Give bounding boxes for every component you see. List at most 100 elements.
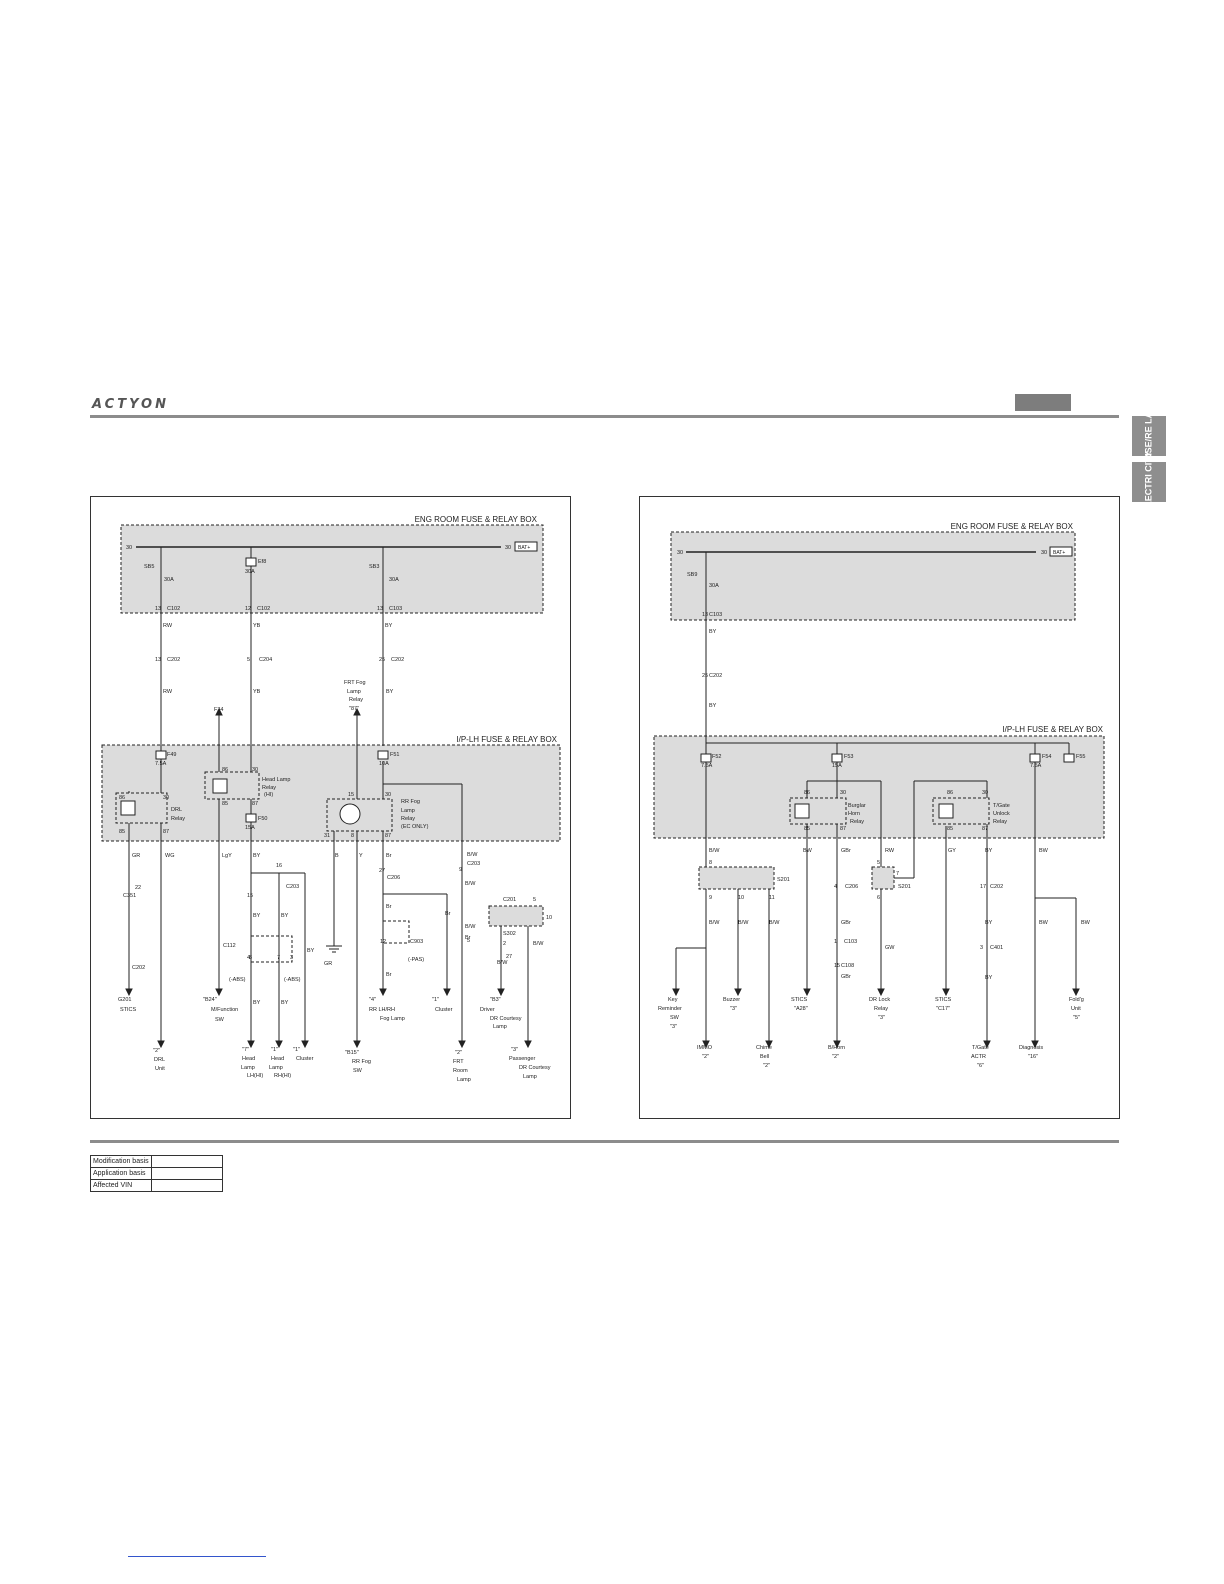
wire-label: 5 [533,897,536,903]
wire-label: C203 [286,884,299,890]
wire-label: C102 [167,606,180,612]
wire-label: SB3 [369,564,379,570]
left-s302 [488,905,544,927]
wire-label: Lamp [401,808,415,814]
wire-label: 15 [348,792,354,798]
wire-label: "1" [293,1047,300,1053]
wire-label: C903 [410,939,423,945]
wire-label: 8 [351,833,354,839]
wire-label: C201 [503,897,516,903]
wire-label: 17 [980,884,986,890]
wire-label: 4 [834,884,837,890]
wire-label: 86 [119,795,125,801]
wire-label: RW [163,623,173,629]
wire-label: "2" [455,1050,462,1056]
right-eng-box-label: ENG ROOM FUSE & RELAY BOX [951,522,1074,531]
wire-label: GBr [841,920,851,926]
wire-label: BY [253,913,261,919]
table-row: Application basis [90,1167,223,1180]
wire-label: 25 [702,673,708,679]
wire-label: Room [453,1068,468,1074]
wire-label: "7" [242,1047,249,1053]
right-diagram-svg: ENG ROOM FUSE & RELAY BOX I/P-LH FUSE & … [653,522,1105,1069]
wire-label: BW [803,848,813,854]
wire-label: "A28" [794,1006,808,1012]
wire-label: Lamp [457,1077,471,1083]
wire-label: "2" [702,1054,709,1060]
right-ip-box-label: I/P-LH FUSE & RELAY BOX [1002,725,1103,734]
wire-label: 85 [947,826,953,832]
wire-label: LH(HI) [247,1073,263,1079]
wire-label: 7.5A [1030,763,1042,769]
wire-label: 87 [163,829,169,835]
wire-label: Br [465,935,471,941]
wire-label: Unit [155,1066,165,1072]
wire-label: GR [132,853,140,859]
wire-label: Br [386,853,392,859]
wire-label: RW [163,689,173,695]
wire-label: 87 [982,826,988,832]
wire-label: 10 [546,915,552,921]
wire-label: Burglar [848,803,866,809]
wire-label: 31 [324,833,330,839]
wire-label: 30 [505,545,511,551]
left-wiring-diagram: ENG ROOM FUSE & RELAY BOX I/P-LH FUSE & … [90,496,571,1119]
wire-label: 15 [834,963,840,969]
wire-label: 30 [840,790,846,796]
wire-label: BY [386,689,394,695]
table-row: Modification basis [90,1155,223,1168]
wire-label: RW [885,848,895,854]
wire-label: 86 [222,767,228,773]
wire-label: C401 [990,945,1003,951]
wire-label: "B24" [203,997,217,1003]
wire-label: Relay [993,819,1007,825]
wire-label: S201 [777,877,790,883]
wire-label: C103 [389,606,402,612]
wire-label: Unlock [993,811,1010,817]
tab-electricity[interactable]: ELECTRI CITY [1132,451,1166,513]
wire-label: B/W [738,920,749,926]
wire-label: STICS [935,997,952,1003]
wire-label: B/W [497,960,508,966]
wire-label: RR Fog [352,1059,371,1065]
wire-label: 30 [252,767,258,773]
wire-label: Chime [756,1045,772,1051]
tab-fuse-relay[interactable]: FUSE/RE LAY [1132,407,1166,465]
wire-label: Cluster [296,1056,314,1062]
wire-label: BY [985,848,993,854]
wire-label: BY [985,975,993,981]
wire-label: 27 [506,954,512,960]
wire-label: (-ABS) [229,977,246,983]
left-bat-box [514,541,538,552]
revision-value [150,1167,223,1180]
wire-label: 30 [126,545,132,551]
wire-label: BY [709,703,717,709]
table-row: Affected VIN [90,1179,223,1192]
footer-link[interactable] [128,1556,266,1557]
wire-label: 5 [247,657,250,663]
wire-label: BY [385,623,393,629]
wire-label: 16 [276,863,282,869]
wire-label: "1" [432,997,439,1003]
wire-label: 15A [832,763,842,769]
wire-label: Driver [480,1007,495,1013]
wire-label: BY [253,1000,261,1006]
wire-label: Y [359,853,363,859]
wire-label: 13 [702,612,708,618]
right-s201-a [698,866,775,890]
wire-label: T/Gate [993,803,1010,809]
revision-table: Modification basis Application basis Aff… [90,1155,223,1192]
wire-label: Cluster [435,1007,453,1013]
right-wiring-diagram: ENG ROOM FUSE & RELAY BOX I/P-LH FUSE & … [639,496,1120,1119]
wire-label: F51 [390,752,399,758]
wire-label: "87" [349,706,359,712]
wire-label: Relay [401,816,415,822]
revision-label: Application basis [90,1167,152,1180]
wire-label: GBr [841,974,851,980]
left-ip-box-label: I/P-LH FUSE & RELAY BOX [456,735,557,744]
wire-label: DRL [171,807,182,813]
wire-label: C202 [990,884,1003,890]
wire-label: 30 [385,792,391,798]
wire-label: 5 [877,860,880,866]
